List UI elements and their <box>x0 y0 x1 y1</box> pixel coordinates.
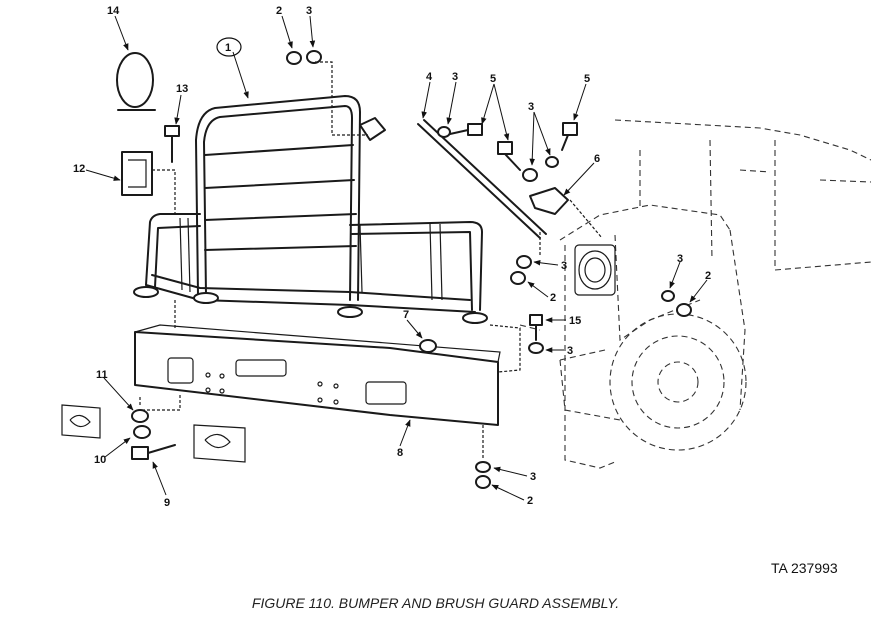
callout-leaders <box>85 15 708 501</box>
callout-3: 3 <box>452 71 458 83</box>
callout-12: 12 <box>73 163 85 175</box>
lamp-part-14 <box>116 52 156 111</box>
callout-3: 3 <box>561 260 567 272</box>
assembly-lines <box>139 61 603 460</box>
bracket-part-12 <box>121 151 153 196</box>
truck-cab-outline <box>519 119 871 469</box>
callout-2: 2 <box>276 5 282 17</box>
figure-caption: FIGURE 110. BUMPER AND BRUSH GUARD ASSEM… <box>251 595 620 611</box>
headlight <box>574 244 616 296</box>
bolt-part-13 <box>164 125 180 163</box>
callout-9: 9 <box>164 497 170 509</box>
callout-circle-1 <box>216 37 242 57</box>
callout-11: 11 <box>96 369 108 381</box>
callout-10: 10 <box>94 454 106 466</box>
callout-8: 8 <box>397 447 403 459</box>
callout-3: 3 <box>528 101 534 113</box>
bumper <box>134 324 501 426</box>
callout-14: 14 <box>107 5 120 17</box>
callout-6: 6 <box>594 153 600 165</box>
callout-5: 5 <box>584 73 590 85</box>
callout-labels: 1 2 3 14 13 12 4 3 5 5 3 6 3 2 3 2 15 3 … <box>73 5 711 509</box>
callout-3: 3 <box>567 345 573 357</box>
reflector-plates <box>61 404 246 463</box>
front-wheel <box>609 313 747 451</box>
callout-3: 3 <box>306 5 312 17</box>
callout-1: 1 <box>225 42 231 54</box>
callout-2: 2 <box>705 270 711 282</box>
callout-4: 4 <box>426 71 433 83</box>
callout-3: 3 <box>677 253 683 265</box>
ta-number: TA 237993 <box>771 560 838 576</box>
callout-13: 13 <box>176 83 188 95</box>
brush-guard <box>133 95 488 324</box>
mount-bracket-part-6 <box>529 187 569 215</box>
callout-5: 5 <box>490 73 496 85</box>
nuts-and-washers <box>131 50 692 489</box>
callout-2: 2 <box>550 292 556 304</box>
callout-2: 2 <box>527 495 533 507</box>
callout-7: 7 <box>403 309 409 321</box>
callout-15: 15 <box>569 315 581 327</box>
bolts-part-5 <box>449 122 578 171</box>
brace-rod-part-4 <box>417 119 547 239</box>
callout-3: 3 <box>530 471 536 483</box>
